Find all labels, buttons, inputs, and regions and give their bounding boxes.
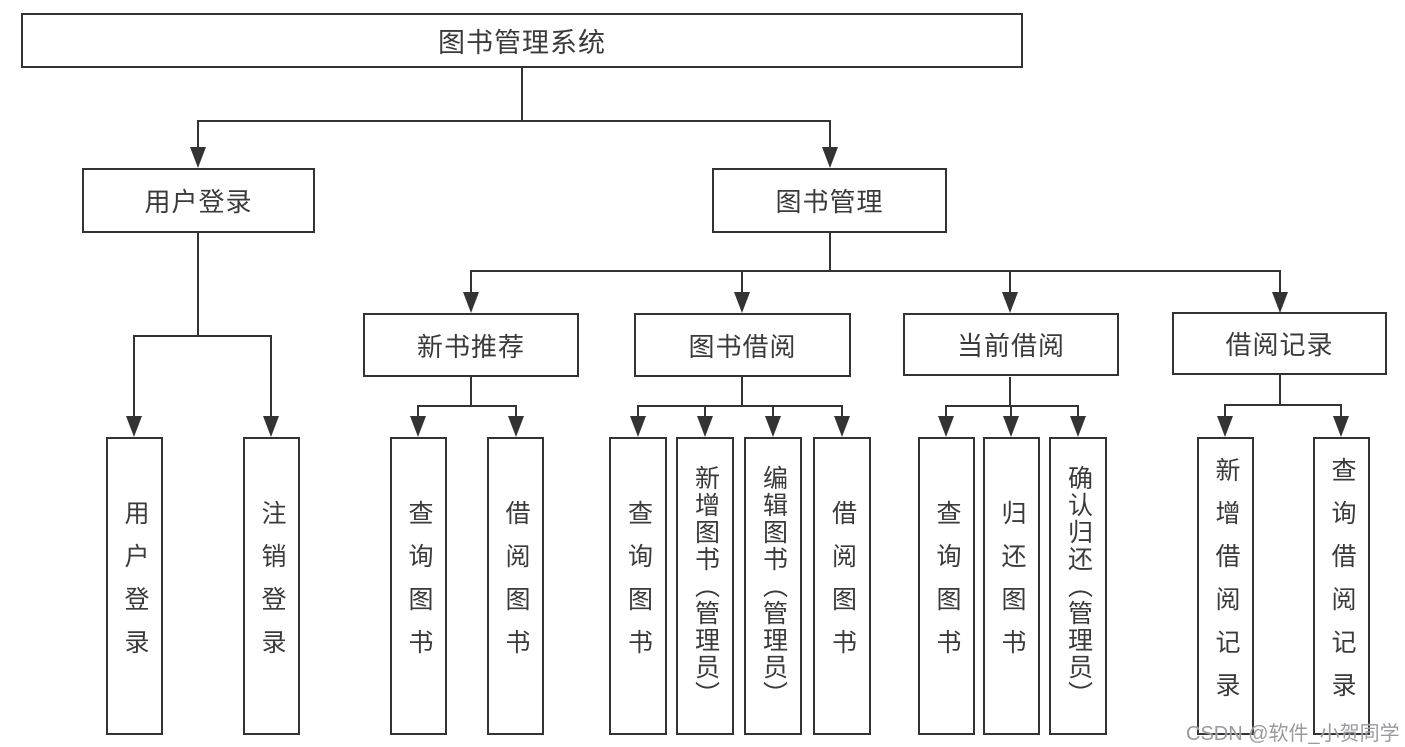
- node-root: 图书管理系统: [21, 13, 1023, 68]
- leaf-add-books-admin: 新增图书（管理员）: [676, 437, 734, 735]
- node-book-borrowing: 图书借阅: [634, 313, 851, 377]
- leaf-return-books: 归还图书: [983, 437, 1040, 735]
- node-borrowing-records: 借阅记录: [1172, 312, 1387, 375]
- node-current-borrowing: 当前借阅: [903, 313, 1119, 376]
- leaf-query-books-borrowing: 查询图书: [609, 437, 667, 735]
- csdn-watermark: CSDN @软件_小贺同学: [1186, 723, 1400, 745]
- leaf-query-borrow-record: 查询借阅记录: [1313, 437, 1370, 735]
- leaf-query-books-recommend: 查询图书: [390, 437, 447, 735]
- leaf-add-borrow-record: 新增借阅记录: [1197, 437, 1254, 735]
- node-user-login: 用户登录: [82, 168, 315, 233]
- leaf-borrow-books-recommend: 借阅图书: [487, 437, 544, 735]
- leaf-edit-books-admin: 编辑图书（管理员）: [744, 437, 802, 735]
- leaf-confirm-return-admin: 确认归还（管理员）: [1049, 437, 1107, 735]
- node-new-book-recommend: 新书推荐: [363, 313, 579, 377]
- leaf-logout: 注销登录: [243, 437, 300, 735]
- leaf-borrow-books-borrowing: 借阅图书: [813, 437, 871, 735]
- node-book-management: 图书管理: [712, 168, 947, 233]
- leaf-query-books-current: 查询图书: [918, 437, 975, 735]
- arrowhead-icons: [126, 147, 1349, 437]
- connector-lines: [133, 68, 1342, 420]
- leaf-user-login: 用户登录: [106, 437, 163, 735]
